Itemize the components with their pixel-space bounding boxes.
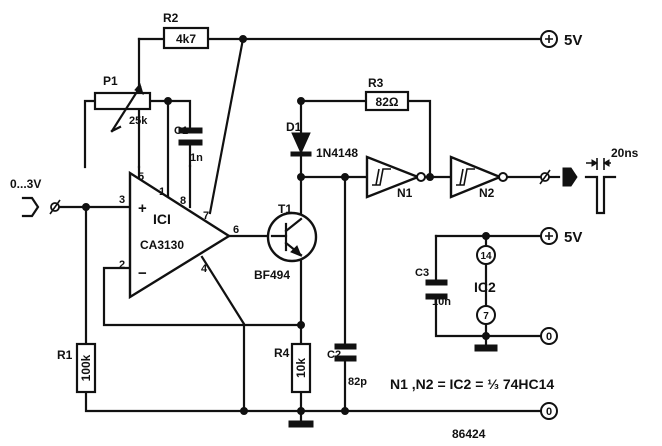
input-terminal: 0...3V <box>10 177 61 218</box>
diode-d1: D1 1N4148 <box>286 120 358 160</box>
supply-5v-label-ic2: 5V <box>564 229 582 246</box>
wires <box>57 37 561 426</box>
opamp-pin-3: 3 <box>119 194 125 206</box>
terminal-ground-bottom: 0 <box>540 402 558 420</box>
c3-value: 10n <box>432 296 451 308</box>
n1-ref: N1 <box>397 186 413 200</box>
n2-ref: N2 <box>479 186 495 200</box>
ic2-ref: IC2 <box>474 279 496 295</box>
capacitor-c3: C3 10n <box>415 267 451 308</box>
output-terminal <box>539 167 578 187</box>
input-range-label: 0...3V <box>10 177 41 191</box>
c3-ref: C3 <box>415 267 429 279</box>
r1-ref: R1 <box>57 348 73 362</box>
opamp-pin-8: 8 <box>180 195 186 207</box>
t1-value: BF494 <box>254 268 290 282</box>
capacitor-c1: C1 1n <box>174 125 203 164</box>
ground-label-bottom: 0 <box>546 406 552 418</box>
c1-ref: C1 <box>174 125 188 137</box>
capacitor-c2: C2 82p <box>327 343 367 388</box>
part-code: 86424 <box>452 427 486 441</box>
potentiometer-p1: P1 25k <box>93 74 152 133</box>
opamp-pin-4: 4 <box>201 263 208 275</box>
opamp-ic1: + − ICI CA3130 5 1 8 3 2 7 6 4 <box>119 170 239 300</box>
c2-value: 82p <box>348 376 367 388</box>
r3-value: 82Ω <box>376 95 399 109</box>
terminal-5v-top: 5V <box>540 30 582 49</box>
resistor-r3: 82Ω R3 <box>364 76 410 112</box>
terminal-ground-ic2: 0 <box>540 327 558 345</box>
opamp-minus-sign: − <box>138 265 147 282</box>
terminal-5v-ic2: 5V <box>540 227 582 246</box>
p1-value: 25k <box>129 115 148 127</box>
ic2-pin-7: 7 <box>483 311 489 322</box>
opamp-pin-2: 2 <box>119 259 125 271</box>
ic2-pin-14: 14 <box>480 251 492 262</box>
r2-value: 4k7 <box>176 32 196 46</box>
ground-label-ic2: 0 <box>546 331 552 343</box>
c1-value: 1n <box>190 152 203 164</box>
r4-value: 10k <box>294 358 308 378</box>
supply-5v-label-top: 5V <box>564 32 582 49</box>
r4-ref: R4 <box>274 346 290 360</box>
junction-dots <box>82 35 490 415</box>
ground-symbol <box>288 420 314 428</box>
transistor-t1: T1 BF494 <box>254 202 318 282</box>
opamp-plus-sign: + <box>138 200 147 217</box>
p1-ref: P1 <box>103 74 118 88</box>
output-pulse-waveform: 20ns <box>584 146 639 215</box>
schmitt-inverter-n1: N1 <box>365 155 426 200</box>
r3-ref: R3 <box>368 76 384 90</box>
resistor-r2: 4k7 R2 <box>162 11 210 50</box>
r2-ref: R2 <box>163 11 179 25</box>
d1-ref: D1 <box>286 120 302 134</box>
opamp-pin-5: 5 <box>138 171 144 183</box>
pulse-width-label: 20ns <box>611 146 639 160</box>
opamp-pin-1: 1 <box>159 186 165 198</box>
ic1-value: CA3130 <box>140 238 184 252</box>
c2-ref: C2 <box>327 349 341 361</box>
schmitt-inverter-n2: N2 <box>449 155 508 200</box>
ic1-ref: ICI <box>153 211 171 227</box>
opamp-pin-7: 7 <box>203 210 209 222</box>
r1-value: 100k <box>79 354 93 381</box>
ic2-supply: 14 7 IC2 <box>474 245 498 352</box>
t1-ref: T1 <box>278 202 292 216</box>
opamp-pin-6: 6 <box>233 224 239 236</box>
ic-assignment-formula: N1 ,N2 = IC2 = ⅓ 74HC14 <box>390 376 554 392</box>
d1-value: 1N4148 <box>316 146 358 160</box>
resistor-r4: 10k R4 <box>274 342 312 394</box>
resistor-r1: 100k R1 <box>57 342 97 394</box>
